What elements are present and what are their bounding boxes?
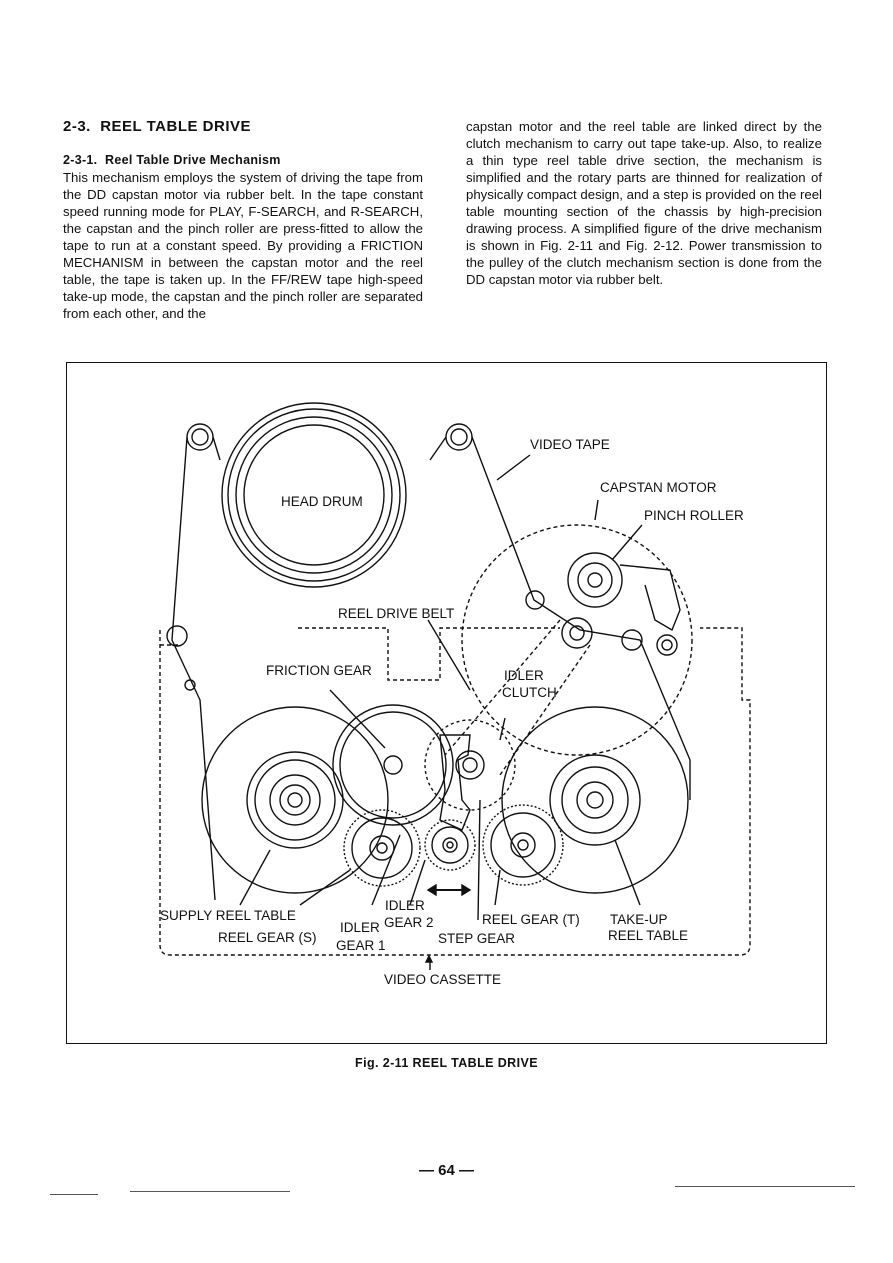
section-number: 2-3. <box>63 118 91 135</box>
label-video-cassette: VIDEO CASSETTE <box>384 972 501 987</box>
footer-rule-2 <box>130 1191 290 1192</box>
section-heading: 2-3. REEL TABLE DRIVE <box>63 118 423 136</box>
reel-drive-belt <box>444 619 591 776</box>
label-take-up-a: TAKE-UP <box>610 912 668 927</box>
reel-gear-t <box>482 804 564 886</box>
label-friction-gear: FRICTION GEAR <box>266 663 372 678</box>
supply-reel-table <box>201 706 389 894</box>
take-up-reel-table <box>501 706 689 894</box>
subsection-title: Reel Table Drive Mechanism <box>105 153 281 167</box>
label-idler-gear-2-b: GEAR 2 <box>384 915 434 930</box>
label-reel-gear-s: REEL GEAR (S) <box>218 930 317 945</box>
figure-frame <box>66 362 827 1044</box>
label-idler-clutch-1: IDLER <box>504 668 544 683</box>
label-step-gear: STEP GEAR <box>438 931 515 946</box>
label-video-tape: VIDEO TAPE <box>530 437 610 452</box>
idler-clutch <box>424 719 516 831</box>
tape-path-left <box>171 436 216 901</box>
cassette-outline <box>159 627 751 956</box>
head-drum <box>221 402 407 588</box>
guide-roller-left <box>186 423 214 451</box>
friction-gear <box>332 704 454 826</box>
label-reel-gear-t: REEL GEAR (T) <box>482 912 580 927</box>
label-idler-gear-1-b: GEAR 1 <box>336 938 386 953</box>
subsection-heading: 2-3-1. Reel Table Drive Mechanism <box>63 152 423 169</box>
guide-roller-right <box>445 423 473 451</box>
capstan <box>561 617 593 649</box>
label-take-up-b: REEL TABLE <box>608 928 688 943</box>
label-capstan-motor: CAPSTAN MOTOR <box>600 480 717 495</box>
label-pinch-roller: PINCH ROLLER <box>644 508 744 523</box>
label-head-drum: HEAD DRUM <box>281 494 363 509</box>
tape-path-right <box>471 436 691 800</box>
label-idler-gear-2-a: IDLER <box>385 898 425 913</box>
reel-gear-s <box>343 809 421 887</box>
idler-gear-2 <box>424 819 476 871</box>
section-title: REEL TABLE DRIVE <box>100 118 251 135</box>
page-number: — 64 — <box>418 1162 475 1179</box>
left-paragraph: This mechanism employs the system of dri… <box>63 170 423 321</box>
footer-rule-3 <box>675 1186 855 1187</box>
subsection-number: 2-3-1. <box>63 153 98 167</box>
label-idler-gear-1-a: IDLER <box>340 920 380 935</box>
right-column: capstan motor and the reel table are lin… <box>466 118 822 288</box>
figure-caption: Fig. 2-11 REEL TABLE DRIVE <box>355 1056 538 1070</box>
label-reel-drive-belt: REEL DRIVE BELT <box>338 606 454 621</box>
label-supply-reel-table: SUPPLY REEL TABLE <box>160 908 296 923</box>
right-paragraph: capstan motor and the reel table are lin… <box>466 119 822 287</box>
left-column: 2-3. REEL TABLE DRIVE 2-3-1. Reel Table … <box>63 118 423 322</box>
capstan-motor-outline <box>461 524 693 756</box>
footer-rule-1 <box>50 1194 98 1195</box>
label-idler-clutch-2: CLUTCH <box>502 685 557 700</box>
pinch-roller <box>567 552 681 632</box>
